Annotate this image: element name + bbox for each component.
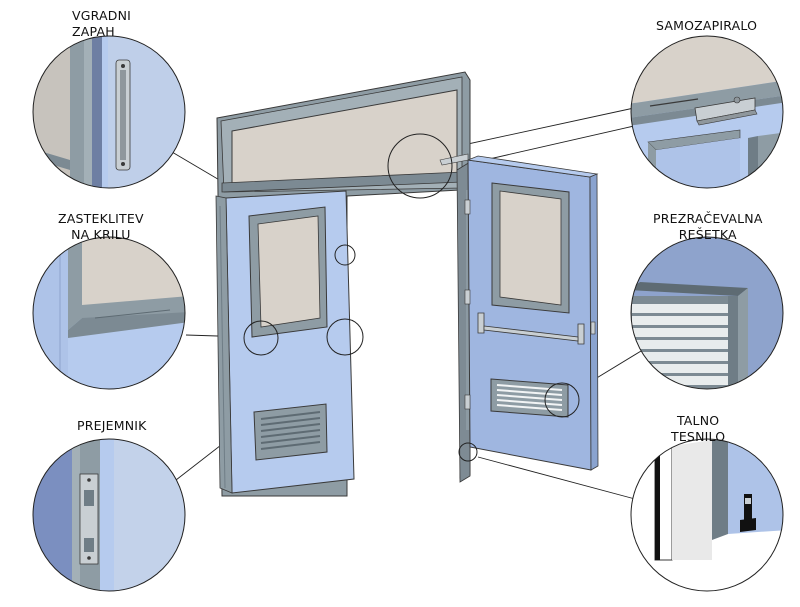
leader-talno-tesnilo [477,456,636,500]
label-vgradni-zapah-line2: ZAPAH [72,24,115,39]
hl-resetka [544,382,580,418]
hl-talno-tesnilo [458,442,478,462]
detail-resetka [631,237,783,389]
label-resetka-line1: PREZRAČEVALNA [653,211,763,226]
panic-bar [477,312,585,345]
label-zasteklitev-line1: ZASTEKLITEV [58,211,144,226]
label-prezracevalna-resetka: PREZRAČEVALNA REŠETKA [653,211,763,243]
hl-prejemnik [326,318,364,356]
detail-prejemnik [33,439,185,591]
detail-zasteklitev [33,237,185,389]
hl-vgradni-zapah [334,244,356,266]
label-talno-tesnilo-line1: TALNO [676,413,720,428]
detail-talno-tesnilo [631,439,783,591]
detail-samozapiralo [631,36,783,188]
label-zasteklitev-na-krilu: ZASTEKLITEV NA KRILU [58,211,144,243]
label-talno-tesnilo: TALNO TESNILO [671,413,725,445]
label-resetka-line2: REŠETKA [678,227,737,242]
highlight-circles [243,133,580,462]
label-prejemnik-line1: PREJEMNIK [77,418,147,433]
label-samozapiralo: SAMOZAPIRALO [656,18,757,34]
label-prejemnik: PREJEMNIK [77,418,147,434]
label-talno-tesnilo-line2: TESNILO [671,429,726,444]
label-zasteklitev-line2: NA KRILU [71,227,131,242]
detail-vgradni-zapah [33,36,185,188]
label-samozapiralo-line1: SAMOZAPIRALO [656,18,758,33]
door-frame-assembly [215,71,599,497]
label-vgradni-zapah: VGRADNI ZAPAH [72,8,131,40]
label-vgradni-zapah-line1: VGRADNI [72,8,132,23]
hl-zasteklitev [243,320,279,356]
hl-samozapiralo [387,133,453,199]
